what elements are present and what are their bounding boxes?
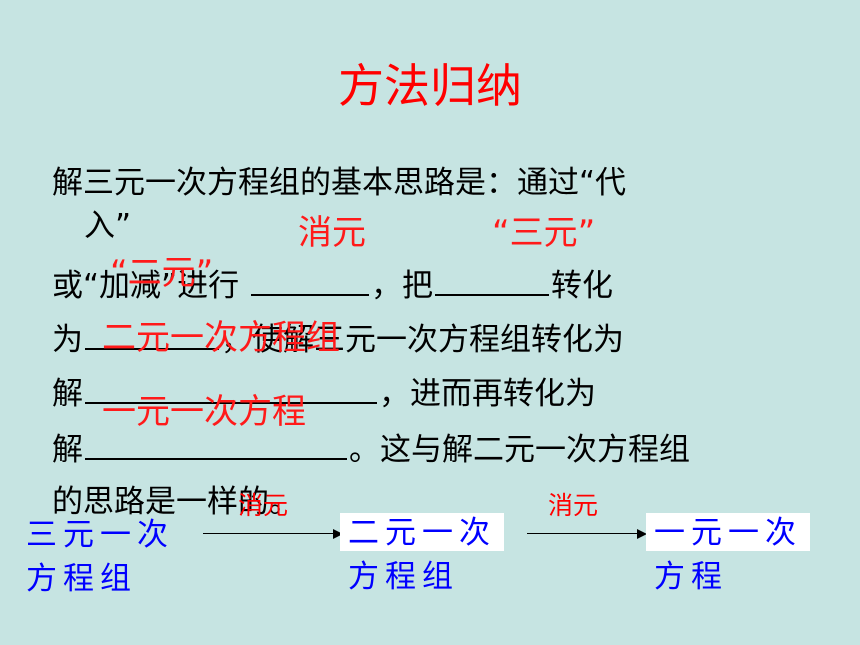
paragraph-line-6: 解 。这与解二元一次方程组 (52, 428, 690, 470)
flow-step-2-line-1: 二元一次 (340, 513, 504, 551)
flow-step-2: 二元一次 方程组 (340, 511, 504, 599)
answer-blank-3: “二元” (110, 253, 214, 293)
flow-step-1: 三元一次 方程组 (26, 513, 174, 601)
arrow-1-label: 消元 (238, 491, 289, 520)
flow-step-1-line-2: 方程组 (26, 561, 137, 597)
line6-text-a: 解 (52, 432, 83, 468)
flow-step-3: 一元一次 方程 (646, 511, 810, 599)
page-title: 方法归纳 (338, 59, 522, 113)
flow-step-3-line-2: 方程 (654, 559, 728, 595)
paragraph-line-1: 解三元一次方程组的基本思路是：通过“代 (52, 165, 627, 201)
arrow-2-label: 消元 (548, 491, 599, 520)
answer-blank-2: “三元” (492, 213, 596, 253)
line6-text-b: 。这与解二元一次方程组 (349, 432, 690, 468)
line3-text-b: ，把 (370, 268, 433, 304)
flow-step-1-line-1: 三元一次 (26, 517, 174, 553)
blank-1 (250, 264, 369, 296)
paragraph-line-4: 为 ，使解三元一次方程组转化为 (52, 318, 624, 360)
arrow-2 (527, 533, 639, 534)
arrow-1 (203, 533, 335, 534)
arrow-2-head-icon (637, 529, 647, 539)
line5-text-b: ，进而再转化为 (379, 376, 596, 412)
line4-text-b: ，使解三元一次方程组转化为 (221, 322, 624, 358)
line4-text-a: 为 (52, 322, 83, 358)
flow-step-2-line-2: 方程组 (348, 559, 459, 595)
blank-6 (85, 428, 347, 460)
answer-blank-5: 一元一次方程 (102, 392, 306, 432)
line5-text-a: 解 (52, 376, 83, 412)
blank-4 (85, 318, 219, 350)
answer-blank-1: 消元 (298, 213, 366, 253)
answer-blank-4: 二元一次方程组 (102, 318, 340, 358)
blank-5 (85, 372, 377, 404)
arrow-1-head-icon (333, 529, 343, 539)
blank-2 (434, 264, 549, 296)
paragraph-line-7: 的思路是一样的。 (52, 484, 300, 520)
paragraph-line-2: 入” (84, 208, 132, 244)
line3-text-c: 转化 (550, 268, 613, 304)
paragraph-line-3: 或“加减”进行 ，把 转化 (52, 264, 613, 306)
line3-text-a: 或“加减”进行 (52, 268, 240, 304)
flow-step-3-line-1: 一元一次 (646, 513, 810, 551)
paragraph-line-5: 解 ，进而再转化为 (52, 372, 596, 414)
